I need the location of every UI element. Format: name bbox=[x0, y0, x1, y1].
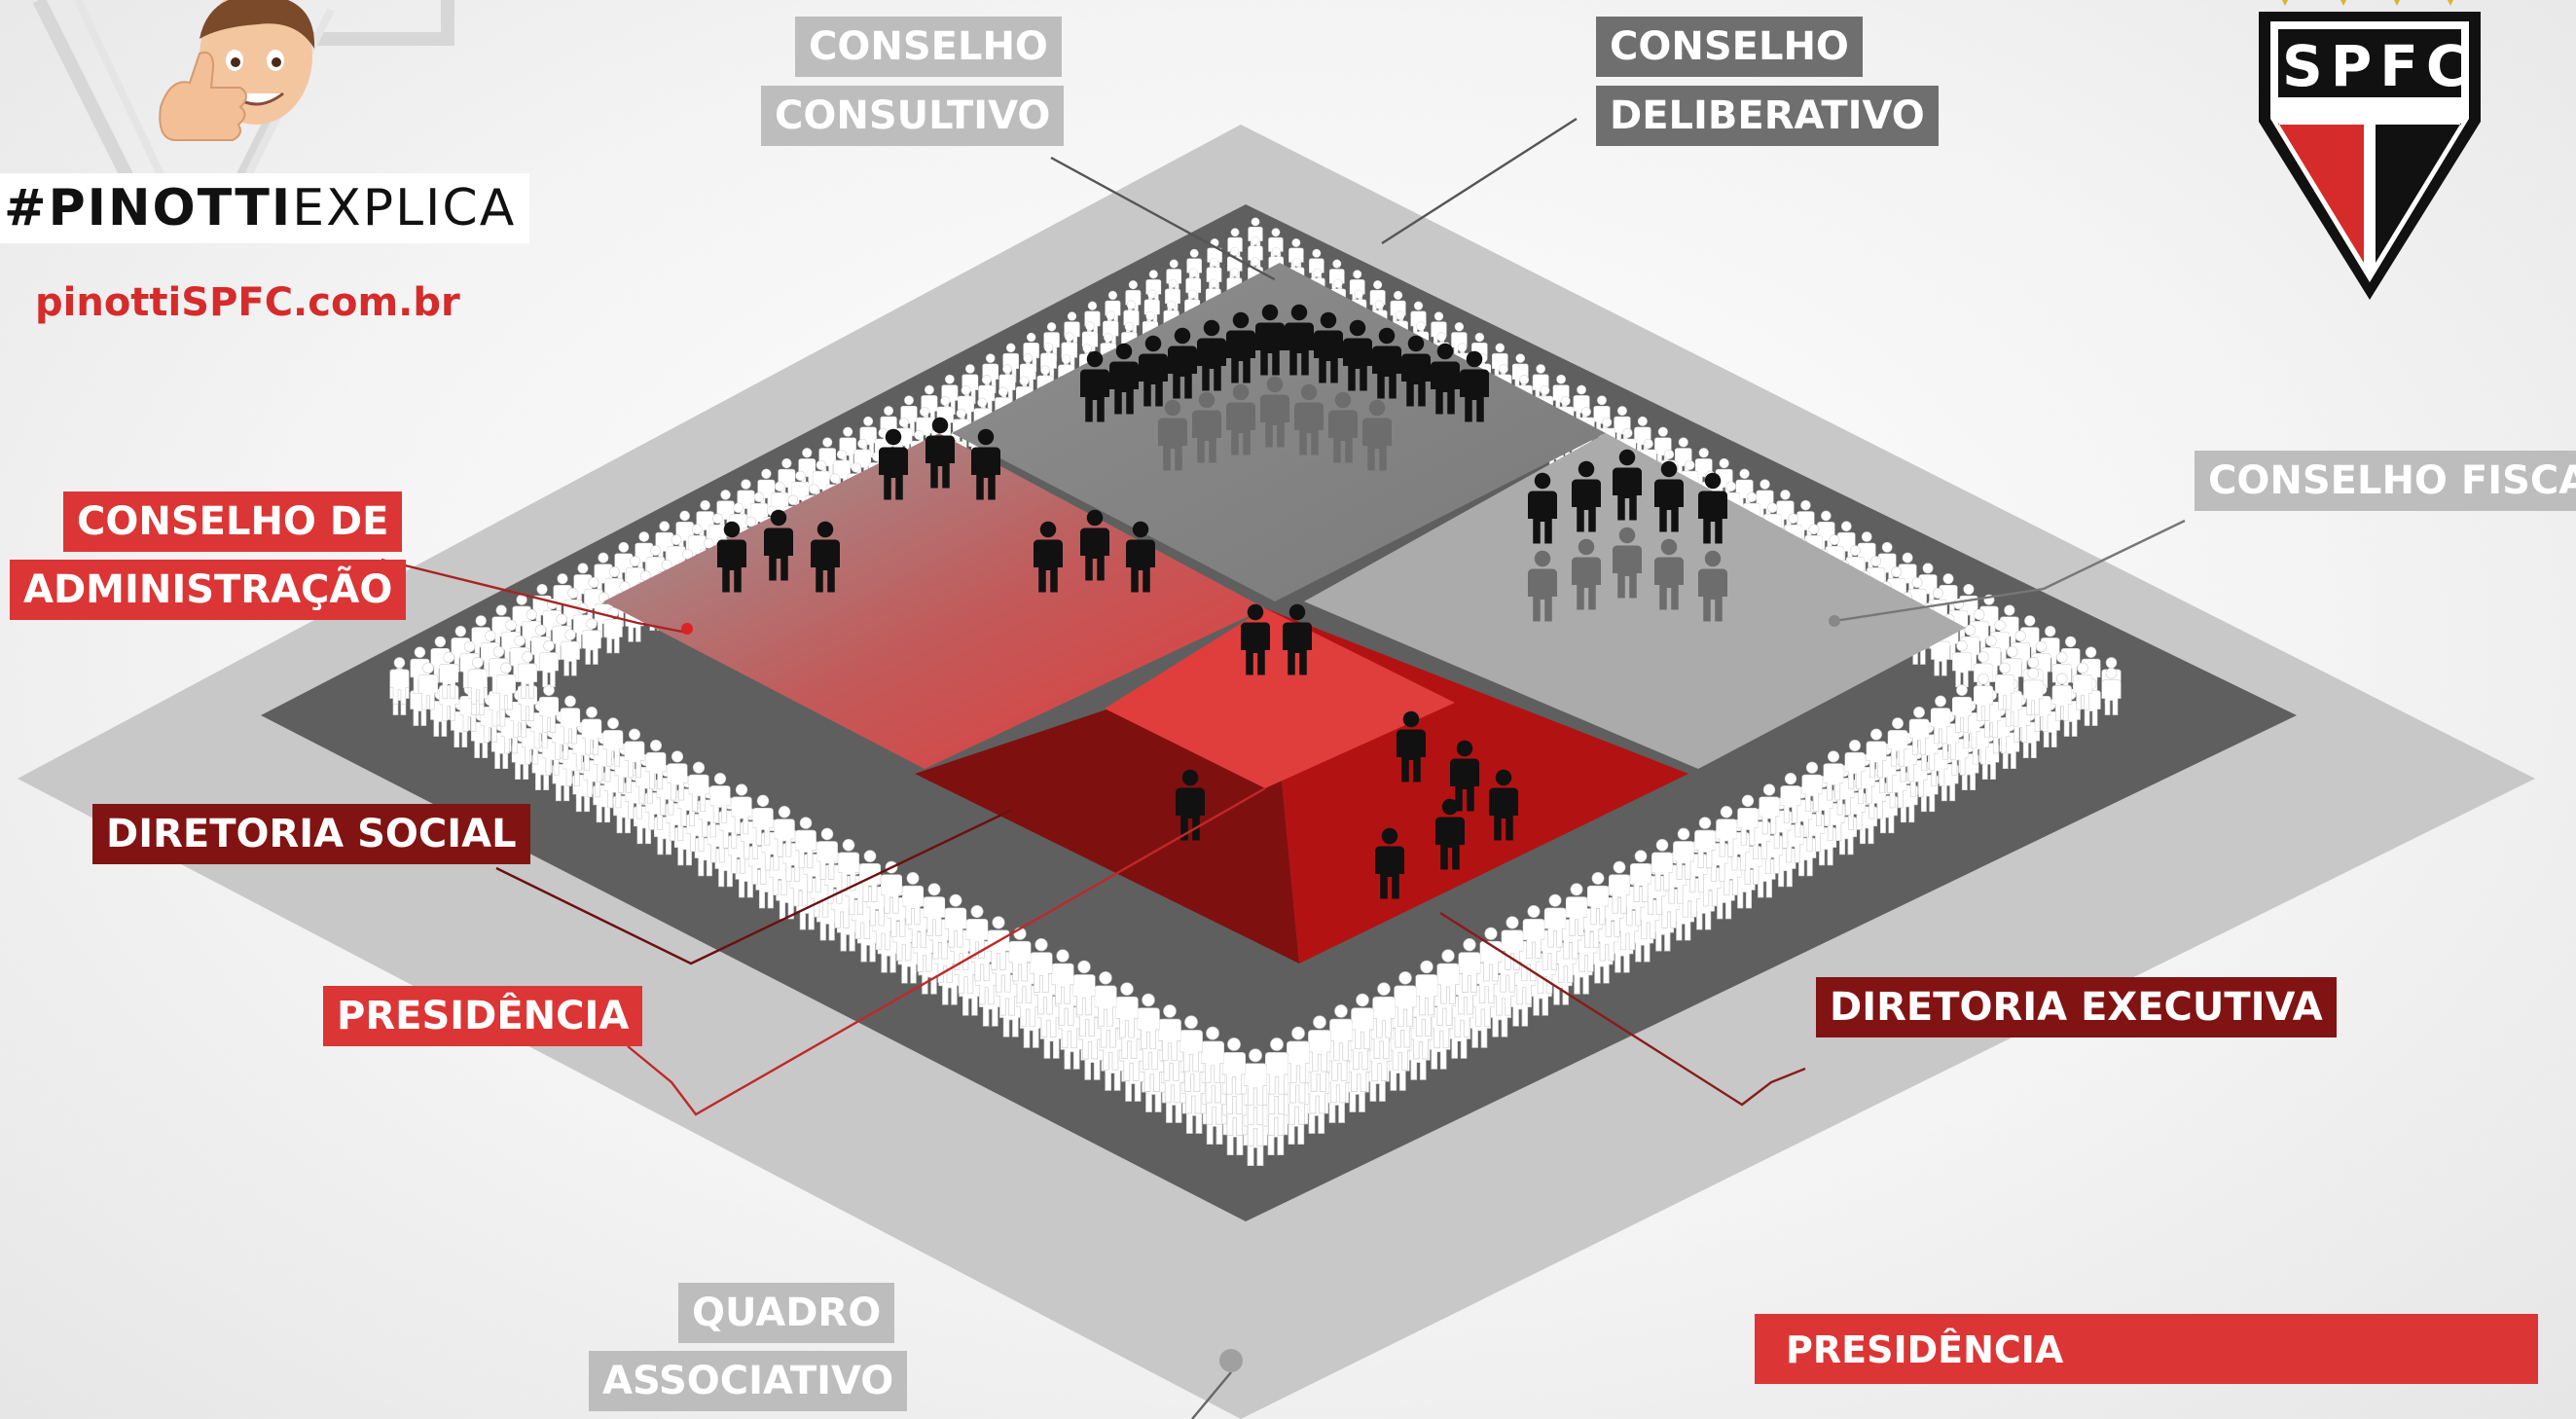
label-conselho-consultivo-2: CONSULTIVO bbox=[761, 86, 1065, 146]
label-conselho-deliberativo-1: CONSELHO bbox=[1596, 17, 1863, 77]
label-quadro-associativo-2: ASSOCIATIVO bbox=[589, 1351, 908, 1411]
avatar-area bbox=[19, 0, 467, 253]
thumbs-up-avatar-icon bbox=[159, 0, 315, 141]
spfc-logo-text: SPFC bbox=[2282, 33, 2476, 99]
spfc-logo: SPFC bbox=[2253, 0, 2486, 307]
label-presidencia-legend: PRESIDÊNCIA bbox=[1755, 1314, 2538, 1384]
label-conselho-fiscal: CONSELHO FISCAL bbox=[2195, 451, 2576, 511]
conselho-fiscal-square bbox=[1304, 433, 1966, 769]
label-conselho-consultivo-1: CONSELHO bbox=[795, 17, 1062, 77]
label-conselho-administracao-1: CONSELHO DE bbox=[63, 491, 403, 552]
brand-hashtag: #PINOTTIEXPLICA bbox=[0, 173, 530, 243]
spfc-shield-icon bbox=[2259, 0, 2481, 300]
connector-lines bbox=[381, 117, 2186, 1419]
label-conselho-administracao-2: ADMINISTRAÇÃO bbox=[10, 560, 407, 620]
label-quadro-associativo-1: QUADRO bbox=[678, 1283, 895, 1343]
label-diretoria-executiva: DIRETORIA EXECUTIVA bbox=[1816, 977, 2337, 1037]
conselho-administracao-square bbox=[603, 433, 1265, 769]
label-diretoria-social: DIRETORIA SOCIAL bbox=[92, 804, 530, 864]
brand-website-link[interactable]: pinottiSPFC.com.br bbox=[35, 280, 460, 325]
label-presidencia: PRESIDÊNCIA bbox=[323, 986, 643, 1046]
label-conselho-deliberativo-2: DELIBERATIVO bbox=[1596, 86, 1939, 146]
presidencia-top bbox=[1105, 608, 1455, 788]
